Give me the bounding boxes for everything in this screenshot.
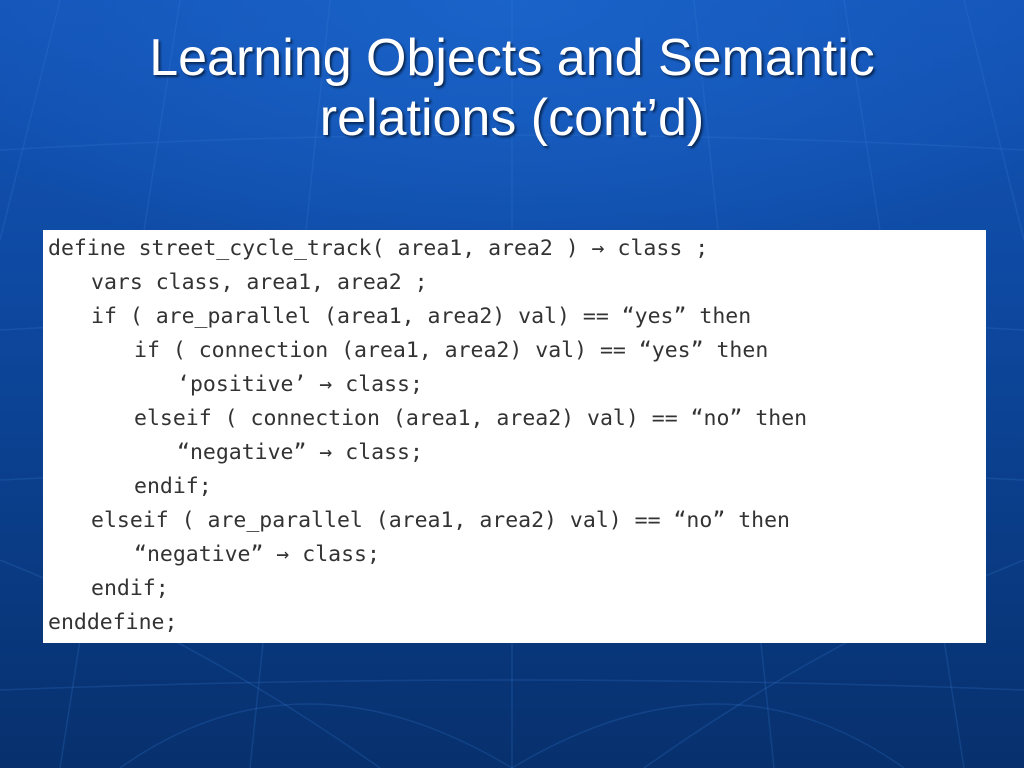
slide-title-line-1: Learning Objects and Semantic [149, 29, 875, 87]
code-line: define street_cycle_track( area1, area2 … [48, 236, 709, 261]
slide-title: Learning Objects and Semantic relations … [40, 28, 984, 148]
code-line: endif; [134, 474, 212, 499]
code-snippet: define street_cycle_track( area1, area2 … [43, 230, 986, 643]
code-line: enddefine; [48, 610, 178, 635]
code-line: ‘positive’ → class; [177, 372, 423, 397]
code-line: vars class, area1, area2 ; [91, 270, 428, 295]
code-line: elseif ( connection (area1, area2) val) … [134, 406, 808, 431]
code-line: elseif ( are_parallel (area1, area2) val… [91, 508, 790, 533]
code-line: “negative” → class; [177, 440, 423, 465]
code-line: endif; [91, 576, 169, 601]
code-line: if ( are_parallel (area1, area2) val) ==… [91, 304, 752, 329]
code-line: “negative” → class; [134, 542, 380, 567]
slide-title-line-2: relations (cont’d) [319, 89, 705, 147]
code-line: if ( connection (area1, area2) val) == “… [134, 338, 769, 363]
